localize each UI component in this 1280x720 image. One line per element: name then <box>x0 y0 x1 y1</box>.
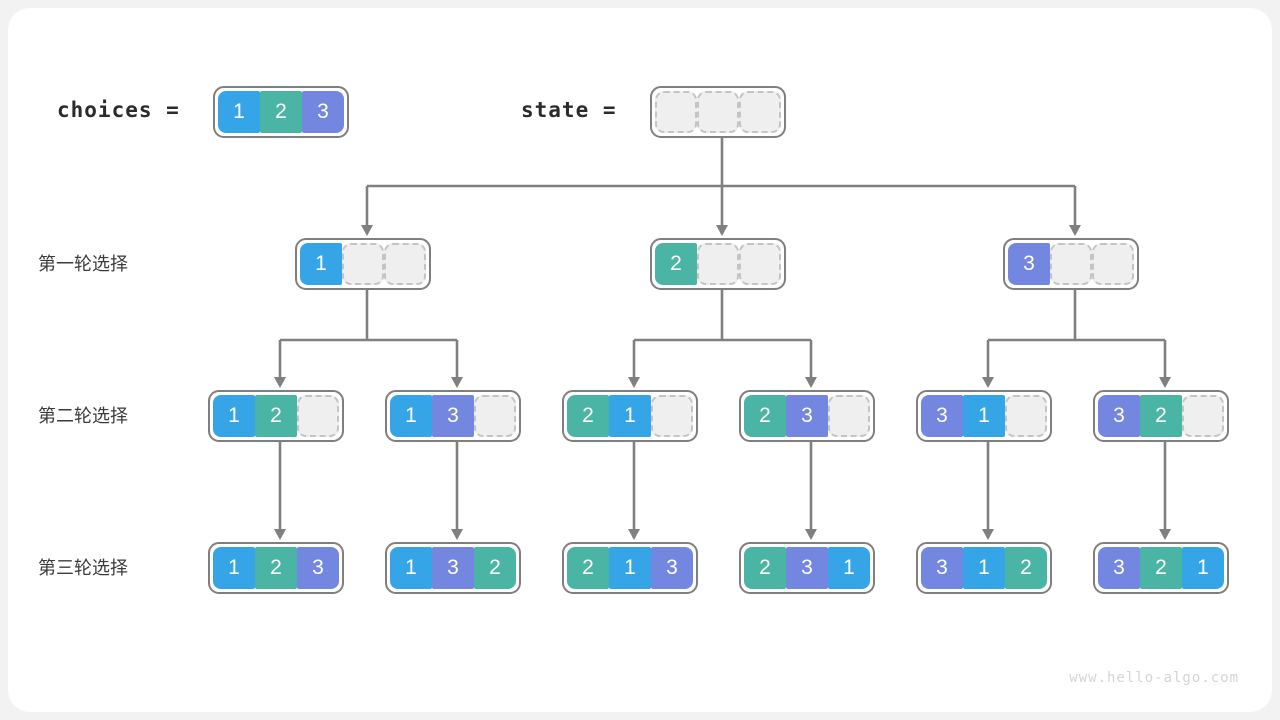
cell-value-3: 3 <box>302 91 344 133</box>
cell-value-2: 2 <box>255 547 297 589</box>
cell-value-2: 2 <box>474 547 516 589</box>
cell-empty <box>697 243 739 285</box>
cell-value-2: 2 <box>567 395 609 437</box>
cell-value-1: 1 <box>828 547 870 589</box>
cell-empty <box>474 395 516 437</box>
cell-value-3: 3 <box>432 395 474 437</box>
cell-value-3: 3 <box>1098 395 1140 437</box>
cell-value-2: 2 <box>744 395 786 437</box>
cell-value-2: 2 <box>1140 395 1182 437</box>
cell-value-2: 2 <box>744 547 786 589</box>
state-array <box>650 86 786 138</box>
cell-empty <box>384 243 426 285</box>
cell-empty <box>655 91 697 133</box>
cell-empty <box>828 395 870 437</box>
cell-value-2: 2 <box>260 91 302 133</box>
cell-value-1: 1 <box>963 547 1005 589</box>
diagram-card <box>8 8 1272 712</box>
cell-value-2: 2 <box>1005 547 1047 589</box>
cell-value-1: 1 <box>213 395 255 437</box>
cell-value-1: 1 <box>609 547 651 589</box>
cell-empty <box>697 91 739 133</box>
cell-value-2: 2 <box>655 243 697 285</box>
cell-empty <box>1092 243 1134 285</box>
cell-value-3: 3 <box>921 395 963 437</box>
cell-empty <box>1005 395 1047 437</box>
cell-value-3: 3 <box>651 547 693 589</box>
cell-empty <box>297 395 339 437</box>
cell-empty <box>342 243 384 285</box>
cell-empty <box>739 91 781 133</box>
choices-label: choices = <box>57 98 180 122</box>
cell-empty <box>739 243 781 285</box>
cell-value-1: 1 <box>218 91 260 133</box>
cell-value-3: 3 <box>297 547 339 589</box>
cell-empty <box>1182 395 1224 437</box>
row-label-1: 第一轮选择 <box>38 254 128 274</box>
row-label-2: 第二轮选择 <box>38 406 128 426</box>
state-label: state = <box>521 98 617 122</box>
cell-value-1: 1 <box>609 395 651 437</box>
cell-value-2: 2 <box>255 395 297 437</box>
cell-value-1: 1 <box>390 395 432 437</box>
cell-value-1: 1 <box>390 547 432 589</box>
level1-node-3: 3 <box>1003 238 1139 290</box>
cell-value-1: 1 <box>963 395 1005 437</box>
cell-value-3: 3 <box>786 395 828 437</box>
level1-node-1: 1 <box>295 238 431 290</box>
cell-value-2: 2 <box>567 547 609 589</box>
cell-value-3: 3 <box>786 547 828 589</box>
level1-node-2: 2 <box>650 238 786 290</box>
watermark: www.hello-algo.com <box>1069 670 1239 686</box>
cell-value-1: 1 <box>300 243 342 285</box>
cell-value-3: 3 <box>432 547 474 589</box>
cell-empty <box>651 395 693 437</box>
cell-value-1: 1 <box>1182 547 1224 589</box>
cell-empty <box>1050 243 1092 285</box>
cell-value-3: 3 <box>1098 547 1140 589</box>
cell-value-2: 2 <box>1140 547 1182 589</box>
row-label-3: 第三轮选择 <box>38 558 128 578</box>
cell-value-3: 3 <box>1008 243 1050 285</box>
cell-value-3: 3 <box>921 547 963 589</box>
cell-value-1: 1 <box>213 547 255 589</box>
